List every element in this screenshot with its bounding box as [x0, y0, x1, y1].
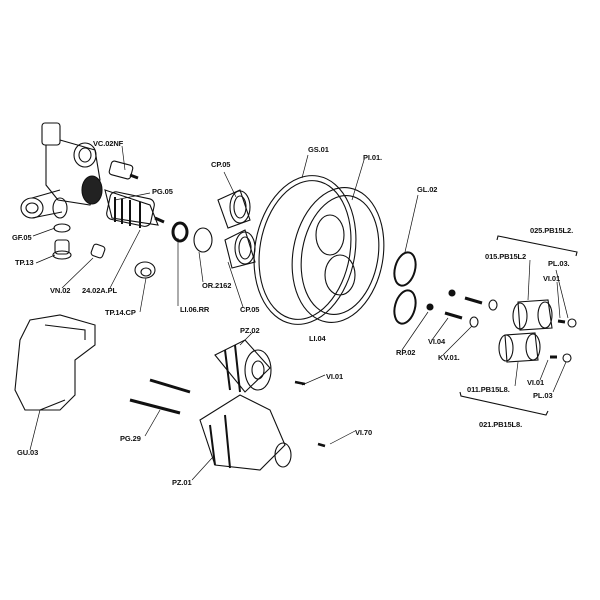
- label-li06rr: LI.06.RR: [180, 305, 210, 314]
- label-pl03-top: PL.03.: [548, 259, 570, 268]
- vi04-screws: [444, 296, 483, 320]
- label-tp14cp: TP.14.CP: [105, 308, 136, 317]
- pz02-part: [214, 339, 272, 393]
- gl02-rings: [393, 251, 417, 325]
- label-vi01-right-top: VI.01: [543, 274, 561, 283]
- tp13-cap: [52, 239, 72, 260]
- label-vi01-center: VI.01: [326, 372, 344, 381]
- pb011-part: [498, 332, 541, 363]
- valve-body: [20, 122, 103, 219]
- label-pz02: PZ.02: [240, 326, 260, 335]
- label-or2162: OR.2162: [202, 281, 232, 290]
- gf05-ring: [53, 223, 71, 233]
- label-gu03: GU.03: [17, 448, 39, 457]
- gs01-gasket: [253, 175, 357, 325]
- label-vc02nf: VC.02NF: [93, 139, 124, 148]
- label-pz01: PZ.01: [172, 478, 192, 487]
- label-cp05-bottom: CP.05: [240, 305, 260, 314]
- pb015-part: [512, 299, 553, 331]
- or2162-oring: [193, 227, 213, 253]
- kv01-part: [469, 316, 479, 328]
- label-tp13: TP.13: [15, 258, 34, 267]
- cp05-top-part: [217, 189, 251, 229]
- pb021-bracket: [459, 391, 549, 416]
- vn02-part: [90, 243, 106, 259]
- vc02nf-part: [108, 160, 139, 180]
- label-24-02a-pl: 24.02A.PL: [82, 286, 117, 295]
- label-rp02: RP.02: [396, 348, 416, 357]
- label-015-pb15l2: 015.PB15L2: [485, 252, 527, 261]
- label-kv01: KV.01.: [438, 353, 460, 362]
- pi01-plate: [291, 187, 385, 323]
- pb025-bracket: [496, 235, 578, 257]
- label-011-pb15l8: 011.PB15L8.: [467, 385, 510, 394]
- li06rr-ring: [171, 221, 189, 243]
- label-021-pb15l8: 021.PB15L8.: [479, 420, 523, 429]
- label-gl02: GL.02: [417, 185, 438, 194]
- label-vn02: VN.02: [50, 286, 71, 295]
- label-li04: LI.04: [309, 334, 326, 343]
- leader-lines: [29, 145, 569, 481]
- label-vi01-right-bottom: VI.01: [527, 378, 545, 387]
- rp02-part: [426, 303, 434, 311]
- label-pg05: PG.05: [152, 187, 173, 196]
- label-vi04: VI.04: [428, 337, 446, 346]
- label-pi01: PI.01.: [363, 153, 382, 162]
- cp05-bottom-part: [224, 229, 256, 269]
- cartridge: [104, 189, 165, 228]
- pz01-part: [199, 394, 292, 471]
- pg29-pins: [129, 378, 191, 415]
- tp14cp-part: [134, 261, 156, 279]
- label-gf05: GF.05: [12, 233, 32, 242]
- gu03-part: [14, 314, 96, 411]
- label-cp05-top: CP.05: [211, 160, 231, 169]
- label-gs01: GS.01: [308, 145, 329, 154]
- label-025-pb15l2: 025.PB15L2.: [530, 226, 574, 235]
- label-pl03-bottom: PL.03: [533, 391, 553, 400]
- label-pg29: PG.29: [120, 434, 141, 443]
- label-vi70: VI.70: [355, 428, 373, 437]
